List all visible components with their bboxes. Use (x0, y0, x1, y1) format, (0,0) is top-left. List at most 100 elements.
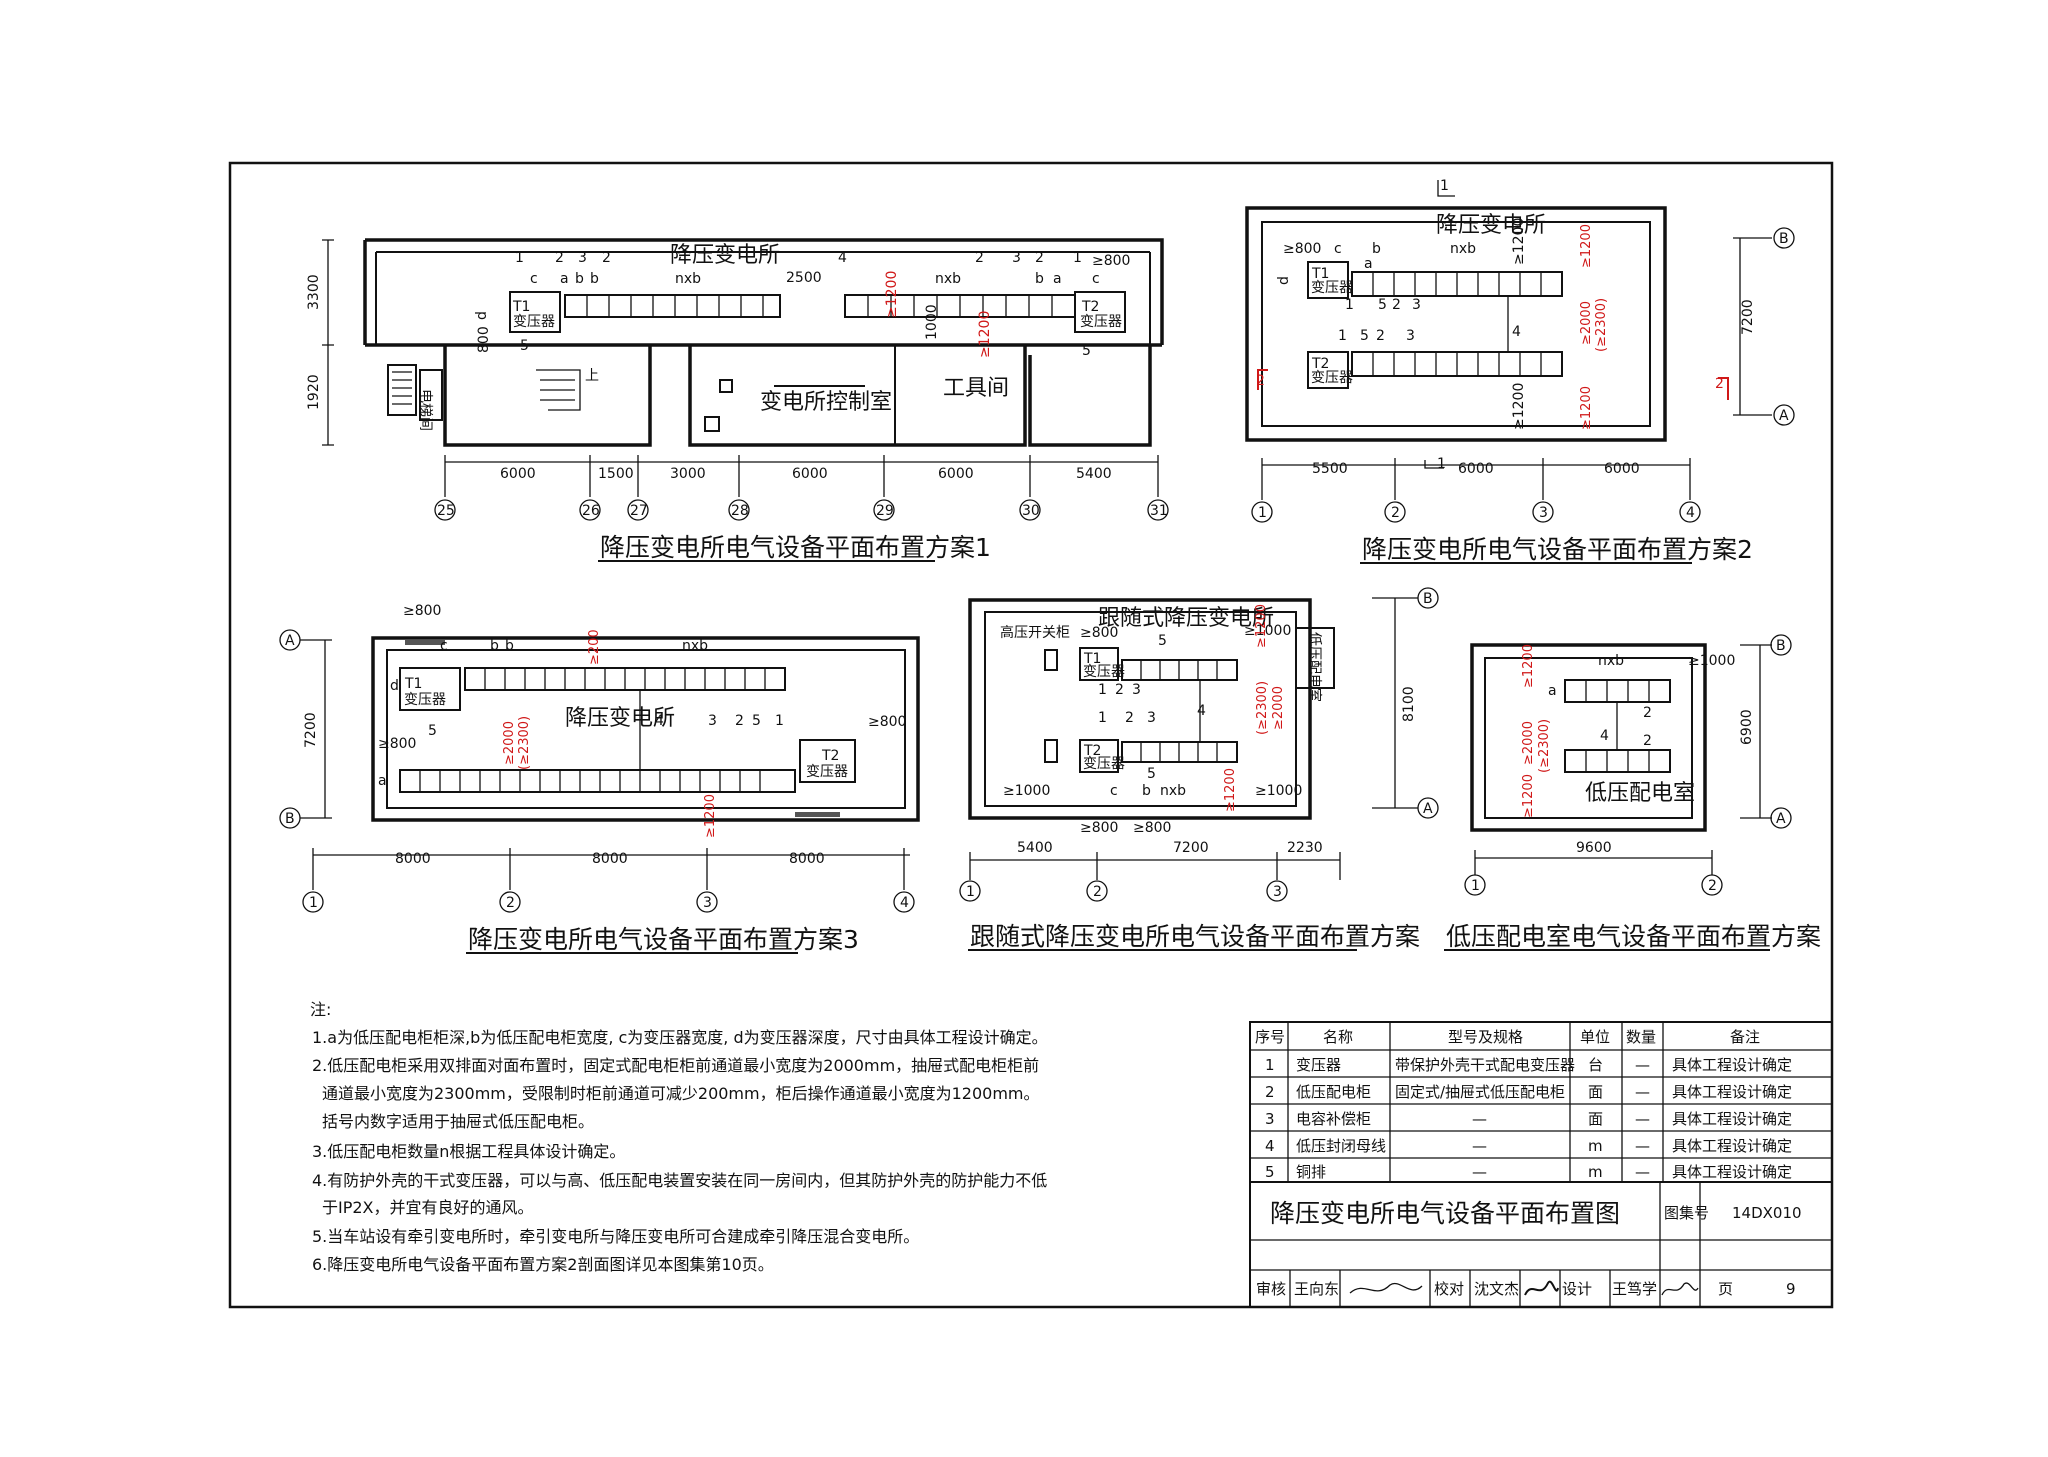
p3-red-1200: ≥1200 (703, 794, 718, 838)
p2-dim-800: ≥800 (1283, 241, 1321, 257)
p4-t1-transformer (1079, 647, 1119, 681)
p1-dim-b: 1500 (598, 466, 634, 482)
p3-t2-label: T2 (821, 748, 839, 764)
p5-callout-4: 4 (1600, 728, 1609, 744)
check-label: 校对 (1434, 1280, 1464, 1298)
plan-4: 低压配电室 高压开关柜 跟随式降压变电所 T1 变压器 T2 变压器 ≥800 … (959, 587, 1439, 951)
table-cell: — (1472, 1163, 1487, 1181)
p1-t2-sub: 变压器 (1080, 314, 1122, 330)
p1-callout-4: 4 (838, 250, 847, 266)
table-cell: 具体工程设计确定 (1672, 1163, 1792, 1181)
p5-dim-6900: 6900 (1739, 709, 1755, 745)
p3-red-2300: (≥2300) (517, 716, 532, 770)
p5-axis-b: B (1776, 638, 1786, 654)
p3-c: c (440, 638, 448, 654)
p3-red-2000: ≥2000 (502, 721, 517, 765)
p3-t2-sub: 变压器 (806, 764, 848, 780)
table-cell: 铜排 (1296, 1163, 1326, 1181)
p4-callout-3b: 3 (1147, 710, 1156, 726)
p1-axis-26: 26 (582, 503, 600, 519)
p1-dim-d800: 800 (476, 326, 492, 353)
p4-dim-8100: 8100 (1401, 686, 1417, 722)
p1-red-1200-b: ≥1200 (977, 311, 993, 358)
p2-callout-3b: 3 (1406, 328, 1415, 344)
p5-red-2000: ≥2000 (1521, 721, 1536, 765)
p2-t1-sub: 变压器 (1311, 280, 1353, 296)
p3-nxb: nxb (682, 638, 708, 654)
table-cell: 低压封闭母线 (1296, 1137, 1386, 1155)
table-cell: — (1472, 1137, 1487, 1155)
p1-nxb-left: nxb (675, 271, 701, 287)
sheet-border (228, 161, 1834, 1309)
note-line-1: 1.a为低压配电柜柜深,b为低压配电柜宽度, c为变压器宽度, d为变压器深度，… (312, 1028, 1048, 1047)
p1-b-left2: b (590, 271, 599, 287)
p2-a: a (1364, 256, 1373, 272)
p5-axis-2: 2 (1708, 878, 1717, 894)
equipment-table: 序号 名称 型号及规格 单位 数量 备注 1 变压器 带保护外壳干式配电变压器 … (1249, 1021, 1833, 1183)
table-cell: 面 (1588, 1083, 1603, 1101)
p3-callout-5b: 5 (752, 713, 761, 729)
table-cell: 3 (1265, 1110, 1275, 1128)
p2-t1-transformer (1307, 261, 1349, 299)
note-line-2: 2.低压配电柜采用双排面对面布置时，固定式配电柜柜前通道最小宽度为2000mm，… (312, 1056, 1039, 1075)
p4-dim-a: 5400 (1017, 840, 1053, 856)
plan-2: 1 1 2 2 T1 变压器 T2 变压器 降压变电所 ≥800 c b a n… (1245, 178, 1795, 564)
p5-cabinet-rows (1564, 679, 1671, 773)
p1-axis-30: 30 (1022, 503, 1040, 519)
p5-callout-2a: 2 (1643, 705, 1652, 721)
p5-dim-1000: ≥1000 (1688, 653, 1735, 669)
note-line-7: 于IP2X，并宜有良好的通风。 (322, 1198, 534, 1217)
table-header-name: 名称 (1323, 1028, 1353, 1046)
p2-callout-1a: 1 (1345, 297, 1354, 313)
p2-cabinet-rows (1351, 271, 1563, 377)
drawing-title: 降压变电所电气设备平面布置图 (1270, 1199, 1620, 1228)
p5-room-label: 低压配电室 (1585, 781, 1695, 806)
notes-title: 注: (310, 1000, 331, 1019)
p2-red-1200-top: ≥1200 (1579, 224, 1594, 268)
p3-cabinet-rows (399, 667, 796, 793)
p3-caption: 降压变电所电气设备平面布置方案3 (468, 925, 859, 954)
p2-callout-2b: 2 (1376, 328, 1385, 344)
p1-callout-5b: 5 (1082, 343, 1091, 359)
p3-b: b (490, 638, 499, 654)
p5-red-2300: (≥2300) (1537, 719, 1552, 773)
table-cell: 带保护外壳干式配电变压器 (1395, 1056, 1575, 1074)
table-header-spec: 型号及规格 (1448, 1028, 1523, 1046)
p2-dim-7200: 7200 (1740, 299, 1756, 335)
table-cell: 5 (1265, 1163, 1275, 1181)
p1-caption: 降压变电所电气设备平面布置方案1 (600, 533, 991, 562)
p5-caption: 低压配电室电气设备平面布置方案 (1446, 922, 1821, 951)
p2-dim-a: 5500 (1312, 461, 1348, 477)
p2-room-label: 降压变电所 (1436, 213, 1546, 238)
p4-callout-2a: 2 (1115, 682, 1124, 698)
title-block: 降压变电所电气设备平面布置图 图集号 14DX010 审核 王向东 校对 沈文杰… (1249, 1181, 1833, 1308)
page-no: 9 (1786, 1280, 1796, 1298)
p4-axis-1: 1 (966, 884, 975, 900)
p1-callout-2a: 2 (555, 250, 564, 266)
p4-axis-3: 3 (1273, 884, 1282, 900)
p4-callout-2b: 2 (1125, 710, 1134, 726)
table-cell: 具体工程设计确定 (1672, 1110, 1792, 1128)
p2-section-2-right: 2 (1715, 376, 1724, 392)
p3-axis-3: 3 (703, 895, 712, 911)
p1-red-1200-a: ≥1200 (884, 271, 900, 318)
p3-axis-2: 2 (506, 895, 515, 911)
p2-t2-label: T2 (1311, 356, 1329, 372)
table-cell: 台 (1588, 1056, 1603, 1074)
p1-axis-28: 28 (731, 503, 749, 519)
p2-section-1-bot: 1 (1437, 456, 1446, 472)
review-signature (1349, 1282, 1423, 1294)
p1-t2-label: T2 (1081, 299, 1099, 315)
p3-room-label: 降压变电所 (565, 706, 675, 731)
p1-t1-sub: 变压器 (513, 314, 555, 330)
p2-c: c (1334, 241, 1342, 257)
note-line-5: 3.低压配电柜数量n根据工程具体设计确定。 (312, 1142, 625, 1161)
p1-b-left: b (575, 271, 584, 287)
plan-5: nxb ≥1000 a 2 4 2 低压配电室 ≥1200 ≥2000 (≥23… (1444, 634, 1821, 951)
p3-callout-2: 2 (735, 713, 744, 729)
p2-red-2000: ≥2000 (1579, 301, 1594, 345)
notes-block: 注: 1.a为低压配电柜柜深,b为低压配电柜宽度, c为变压器宽度, d为变压器… (310, 1000, 1048, 1274)
p2-red-2300: (≥2300) (1594, 298, 1609, 352)
p4-cabinet-rows (1044, 649, 1238, 763)
p4-dim-1000-l: ≥1000 (1003, 783, 1050, 799)
